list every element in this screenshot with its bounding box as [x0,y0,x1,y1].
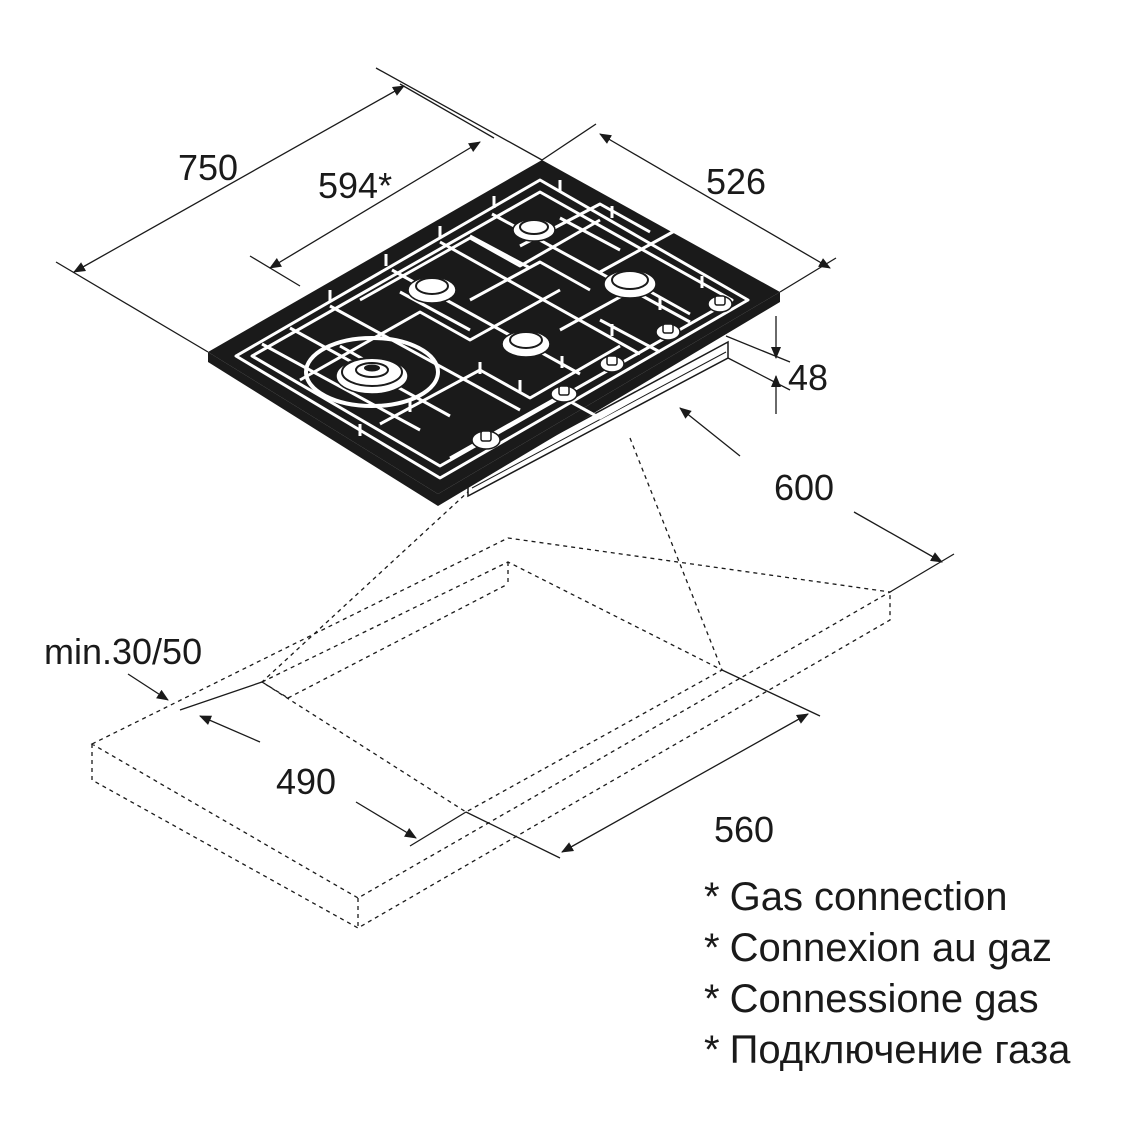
label-750: 750 [178,147,238,188]
countertop [90,437,892,929]
burner-wok [304,336,440,408]
dim-line-526 [599,133,831,269]
label-600: 600 [774,467,834,508]
note-item: *Подключение газа [704,1025,1070,1076]
label-526: 526 [706,161,766,202]
label-560: 560 [714,809,774,850]
knob-2 [550,385,578,403]
dim-line-490-a [199,715,261,743]
label-594: 594* [318,165,392,206]
control-knobs [471,295,733,450]
dim-line-594 [269,141,481,269]
dim-line-600-a [679,407,741,457]
burner-right [603,269,657,299]
dim-line-750 [73,85,405,273]
label-48: 48 [788,357,828,398]
knob-3 [599,355,625,373]
note-marker: * [704,926,720,970]
dimension-lines [55,67,955,859]
note-marker: * [704,977,720,1021]
note-text: Connessione gas [729,977,1039,1021]
dim-line-min [127,673,169,701]
knob-1 [471,430,501,450]
note-text: Connexion au gaz [729,926,1053,970]
knob-4 [655,323,681,341]
note-marker: * [704,875,720,919]
dim-line-600-b [853,511,943,563]
dimension-labels: 750 594* 526 48 600 min.30/50 490 560 [44,147,834,850]
knob-5 [707,295,733,313]
burner-rear-center [512,218,556,242]
burner-front-center [501,330,551,358]
label-490: 490 [276,761,336,802]
dim-line-560 [561,713,809,853]
note-marker: * [704,1028,720,1072]
burner-rear-left [407,276,457,304]
hob [208,160,780,506]
note-text: Gas connection [729,875,1008,919]
gas-connection-notes: *Gas connection *Connexion au gaz *Conne… [704,872,1070,1076]
note-text: Подключение газа [729,1028,1071,1072]
label-min-clearance: min.30/50 [44,631,202,672]
note-item: *Connessione gas [704,974,1070,1025]
note-item: *Gas connection [704,872,1070,923]
note-item: *Connexion au gaz [704,923,1070,974]
dim-line-490-b [355,801,417,839]
hob-glass-edge [208,292,780,506]
